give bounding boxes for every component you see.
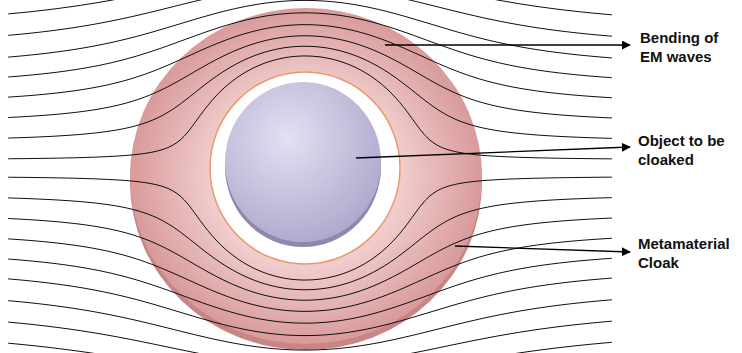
em-wave-lines bbox=[8, 0, 612, 353]
em-wave-line bbox=[8, 278, 612, 336]
em-wave-line bbox=[8, 36, 612, 118]
callout-label: Metamaterial Cloak bbox=[638, 234, 736, 272]
cloaked-object bbox=[225, 82, 381, 242]
em-wave-line bbox=[8, 198, 612, 290]
em-wave-line bbox=[8, 342, 612, 353]
callout-label: Object to be cloaked bbox=[638, 131, 736, 169]
em-wave-line bbox=[8, 238, 612, 311]
leader-arrow bbox=[356, 147, 630, 158]
em-wave-line bbox=[8, 25, 612, 98]
leader-arrow bbox=[455, 246, 630, 252]
em-wave-line bbox=[8, 0, 612, 36]
em-wave-line bbox=[8, 0, 612, 15]
cloak-gap bbox=[210, 72, 400, 264]
leader-arrow bbox=[385, 44, 630, 45]
em-wave-line bbox=[8, 218, 612, 300]
em-wave-line bbox=[8, 0, 612, 58]
callout-label: Bending of EM waves bbox=[640, 28, 736, 66]
em-wave-line bbox=[8, 321, 612, 353]
em-wave-line bbox=[8, 300, 612, 350]
em-wave-line bbox=[8, 56, 612, 159]
em-wave-line bbox=[8, 46, 612, 138]
em-wave-line bbox=[8, 177, 612, 280]
